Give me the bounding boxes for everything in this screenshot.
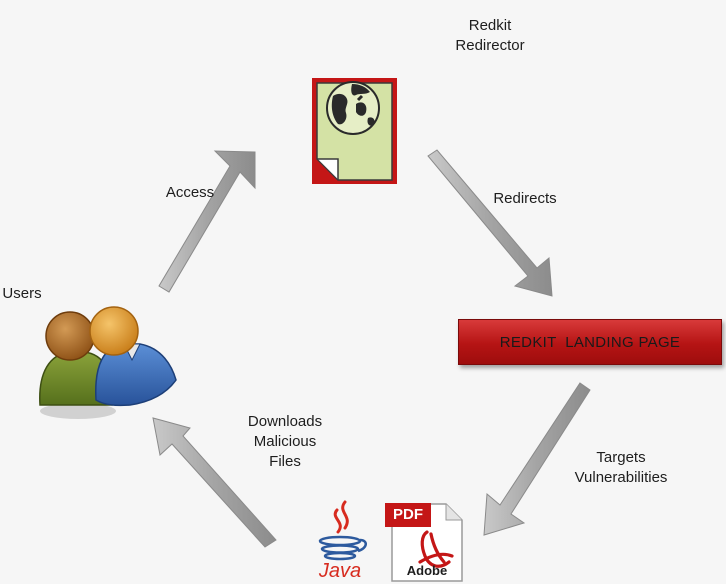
targets-label-line2: Vulnerabilities: [574, 469, 668, 486]
pdf-badge-text: PDF: [393, 506, 423, 523]
redirector-document-icon: [312, 78, 397, 184]
targets-label: Targets Vulnerabilities: [560, 448, 682, 488]
landing-page-box: REDKIT LANDING PAGE: [458, 319, 722, 365]
users-label: Users: [2, 285, 42, 302]
redirector-label-line1: Redkit: [468, 17, 512, 34]
users-icon: [39, 306, 177, 419]
pdf-document-icon: [385, 503, 463, 582]
globe-icon: [326, 81, 380, 135]
redirector-label-line2: Redirector: [455, 37, 525, 54]
downloads-label: Downloads Malicious Files: [230, 412, 340, 472]
downloads-label-line1: Downloads: [247, 413, 323, 430]
adobe-acrobat-icon: [418, 530, 454, 568]
redirector-label: Redkit Redirector: [440, 16, 540, 56]
landing-page-label: REDKIT LANDING PAGE: [499, 333, 681, 351]
java-logo-icon: [318, 500, 367, 561]
access-arrow: [158, 150, 256, 293]
downloads-label-line3: Files: [269, 453, 301, 470]
redirects-arrow: [427, 149, 553, 297]
redirects-label: Redirects: [493, 190, 557, 207]
adobe-logo-text: Adobe: [406, 563, 448, 578]
access-label: Access: [165, 184, 215, 201]
targets-arrow: [483, 382, 591, 536]
java-logo-text: Java: [318, 560, 362, 582]
downloads-arrow: [152, 417, 277, 548]
targets-label-line1: Targets: [596, 449, 646, 466]
downloads-label-line2: Malicious: [253, 433, 317, 450]
